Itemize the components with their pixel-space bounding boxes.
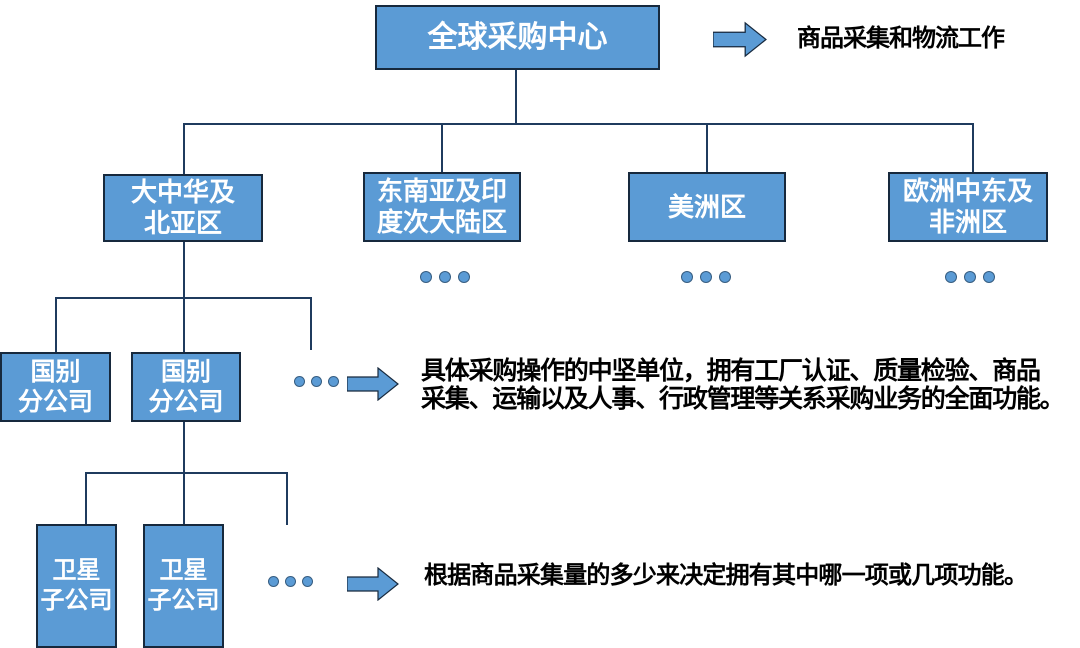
connector-line [55,297,57,353]
connector-line [183,297,185,353]
node-label: 子公司 [40,587,113,614]
ellipsis-icon [294,376,339,387]
node-label: 欧洲中东及 [902,176,1033,206]
node-label: 北亚区 [143,208,222,238]
node-global-procurement-center: 全球采购中心 [375,5,660,70]
node-label: 卫星 [52,557,101,584]
node-country-branch-1: 国别 分公司 [0,352,111,422]
right-arrow-icon [347,567,399,601]
node-label: 大中华及 [130,177,235,207]
dot [328,376,339,387]
dot [458,271,470,283]
dot [964,271,976,283]
node-label: 国别 [160,358,211,386]
dot [719,271,731,283]
connector-line [515,70,517,124]
node-label: 国别 [30,358,81,386]
node-label: 分公司 [148,388,224,416]
node-region-europe-mideast-africa: 欧洲中东及 非洲区 [888,172,1048,242]
dot [983,271,995,283]
right-arrow-icon [347,367,399,401]
connector-line [85,472,288,474]
dot [420,271,432,283]
node-label: 卫星 [159,557,208,584]
note-root-function: 商品采集和物流工作 [797,25,1005,52]
node-satellite-subsidiary-1: 卫星 子公司 [36,524,117,648]
node-region-southeast-asia-india: 东南亚及印 度次大陆区 [363,172,521,242]
node-label: 全球采购中心 [427,20,608,54]
dot [945,271,957,283]
node-label: 非洲区 [928,207,1007,237]
node-region-americas: 美洲区 [628,172,786,242]
connector-line [183,422,185,473]
dot [294,376,305,387]
connector-line [706,123,708,173]
node-region-greater-china-north-asia: 大中华及 北亚区 [103,174,263,242]
node-country-branch-2: 国别 分公司 [131,352,241,422]
connector-line [85,472,87,525]
node-label: 美洲区 [667,191,746,222]
note-branch-function: 具体采购操作的中坚单位，拥有工厂认证、质量检验、商品 采集、运输以及人事、行政管… [421,357,1065,413]
connector-line [183,242,185,298]
dot [681,271,693,283]
connector-line [184,123,974,125]
ellipsis-icon [945,271,995,283]
connector-line [286,472,288,525]
node-label: 子公司 [147,587,220,614]
dot [439,271,451,283]
note-line: 具体采购操作的中坚单位，拥有工厂认证、质量检验、商品 [421,357,1041,385]
note-satellite-function: 根据商品采集量的多少来决定拥有其中哪一项或几项功能。 [424,562,1028,589]
ellipsis-icon [420,271,470,283]
node-label: 分公司 [17,388,93,416]
node-label: 东南亚及印 [376,176,507,206]
dot [302,576,313,587]
connector-line [183,123,185,175]
node-satellite-subsidiary-2: 卫星 子公司 [143,524,224,648]
dot [285,576,296,587]
connector-line [972,123,974,173]
dot [268,576,279,587]
connector-line [310,297,312,350]
dot [700,271,712,283]
ellipsis-icon [681,271,731,283]
connector-line [183,472,185,525]
ellipsis-icon [268,576,313,587]
right-arrow-icon [713,21,767,58]
connector-line [441,123,443,173]
note-line: 采集、运输以及人事、行政管理等关系采购业务的全面功能。 [421,385,1065,413]
node-label: 度次大陆区 [376,207,507,237]
dot [311,376,322,387]
